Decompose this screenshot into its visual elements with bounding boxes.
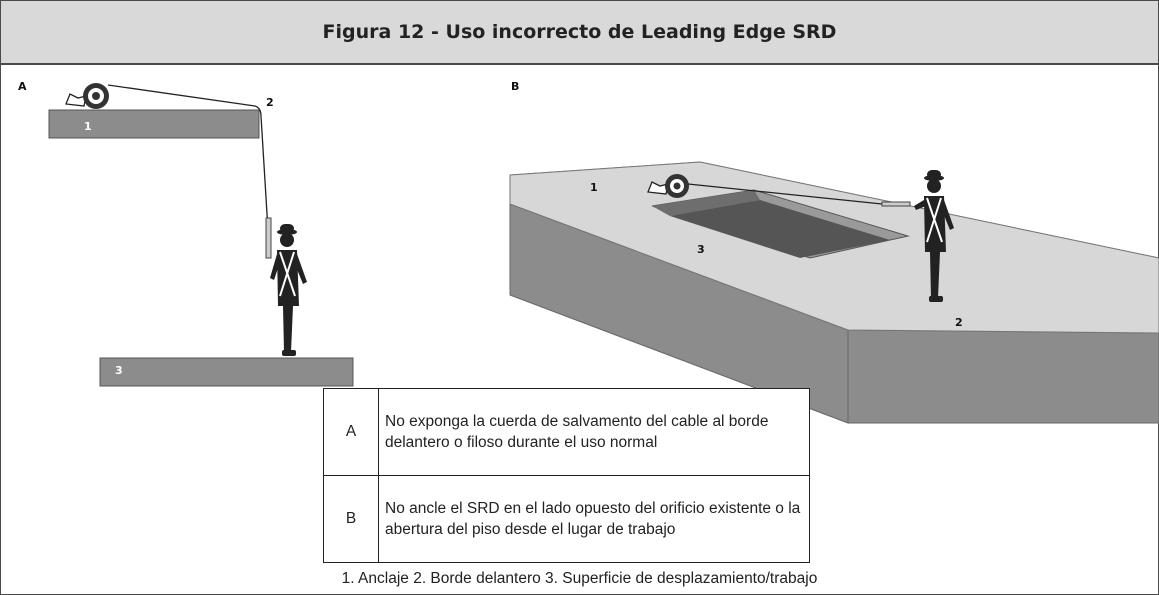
floor-opening (651, 189, 910, 259)
panel-a-anchor-number: 1 (84, 120, 92, 133)
note-key: A (323, 388, 379, 476)
floor-right-face (847, 329, 1159, 424)
lifeline-cable (687, 183, 883, 205)
panel-a-label: A (18, 80, 27, 93)
panel-b-anchor-number: 1 (590, 181, 598, 194)
notes-table: A No exponga la cuerda de salvamento del… (323, 388, 810, 563)
note-text: No exponga la cuerda de salvamento del c… (378, 388, 810, 476)
panel-a-surface-number: 3 (115, 364, 123, 377)
anchor-bracket-icon (65, 93, 87, 107)
work-surface-slab (99, 357, 354, 387)
panel-b-label: B (511, 80, 520, 93)
figure-title: Figura 12 - Uso incorrecto de Leading Ed… (322, 21, 837, 43)
anchor-bracket-icon (647, 181, 669, 195)
lanyard (881, 201, 911, 207)
note-text: No ancle el SRD en el lado opuesto del o… (378, 475, 810, 563)
figure-title-bar: Figura 12 - Uso incorrecto de Leading Ed… (1, 1, 1158, 65)
srd-device-icon (83, 83, 109, 109)
table-row: A No exponga la cuerda de salvamento del… (323, 388, 810, 476)
worker-figure-icon (270, 224, 307, 356)
panel-b-surface-number: 3 (697, 243, 705, 256)
lifeline-cable (107, 84, 269, 231)
note-key: B (323, 475, 379, 563)
panel-b-illustration (509, 161, 1159, 424)
figure-legend: 1. Anclaje 2. Borde delantero 3. Superfi… (341, 570, 818, 587)
srd-device-icon (665, 174, 689, 198)
lanyard (265, 217, 272, 259)
worker-figure-icon (914, 170, 954, 302)
table-row: B No ancle el SRD en el lado opuesto del… (323, 475, 810, 563)
panel-a-illustration (48, 83, 354, 387)
anchor-slab (48, 109, 260, 139)
panel-a-edge-number: 2 (266, 96, 274, 109)
panel-b-edge-number: 2 (955, 316, 963, 329)
